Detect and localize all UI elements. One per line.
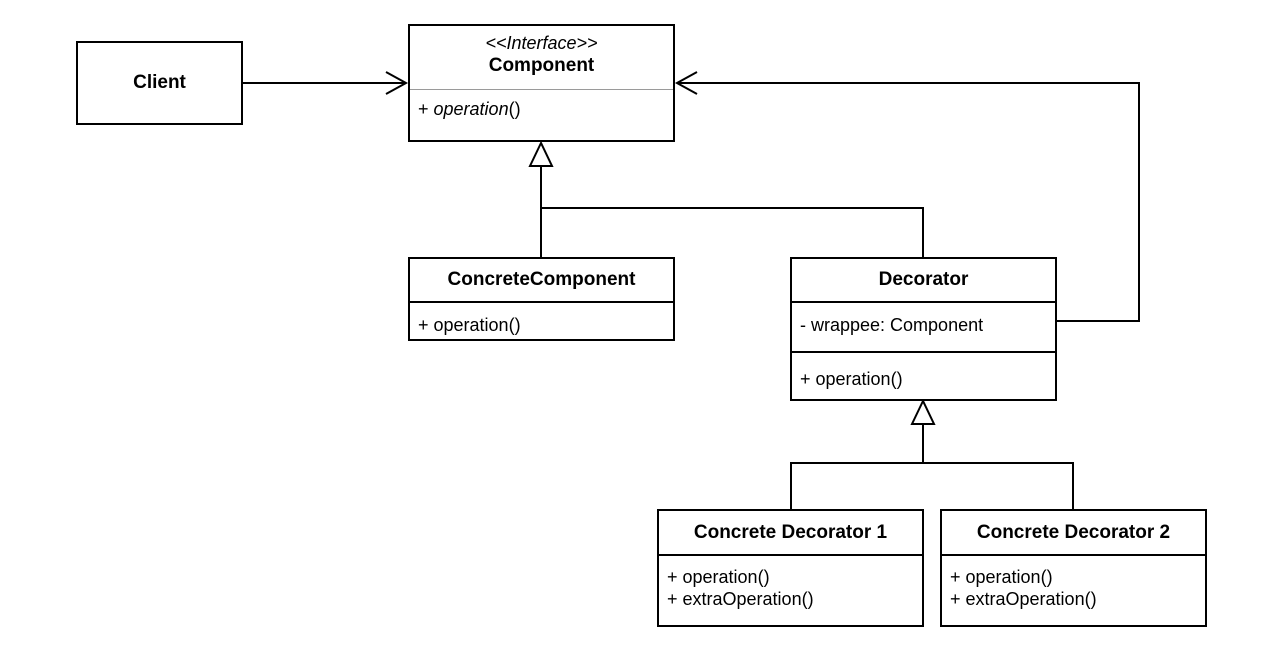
concrete-decorator-1-methods: + operation() + extraOperation(): [659, 566, 922, 610]
decorator-class: Decorator - wrappee: Component + operati…: [790, 257, 1057, 401]
concrete-component-class: ConcreteComponent + operation(): [408, 257, 675, 341]
concrete-decorator-2-header: Concrete Decorator 2: [942, 511, 1205, 556]
client-association-arrowhead: [385, 71, 409, 95]
concrete-component-method: + operation(): [418, 315, 521, 335]
decorator-name: Decorator: [878, 269, 969, 290]
decorator-header: Decorator: [792, 259, 1055, 303]
concrete-component-header: ConcreteComponent: [410, 259, 673, 303]
client-class: Client: [76, 41, 243, 125]
concrete-decorator-1-header: Concrete Decorator 1: [659, 511, 922, 556]
decorator-component-association: [677, 82, 1140, 322]
concrete-component-name: ConcreteComponent: [447, 269, 636, 290]
component-op-suffix: (): [508, 99, 521, 119]
concrete-decorator-2-name: Concrete Decorator 2: [976, 521, 1171, 543]
concrete-decorator-2-method: + operation(): [950, 567, 1053, 587]
concrete-decorator-1-method: + extraOperation(): [667, 589, 814, 609]
decorator-field: - wrappee: Component: [800, 315, 984, 335]
concrete-decorator-2-methods: + operation() + extraOperation(): [942, 566, 1205, 610]
concrete-decorator-1-name: Concrete Decorator 1: [693, 521, 888, 543]
component-inheritance-branch: [541, 207, 924, 257]
concrete-decorator-2-method: + extraOperation(): [950, 589, 1097, 609]
component-inheritance-triangle: [528, 140, 554, 167]
component-interface: <<Interface>> Component + operation(): [408, 24, 675, 142]
component-op-name: operation: [433, 99, 509, 119]
component-operation: + operation(): [410, 98, 673, 120]
decorator-association-arrowhead: [674, 71, 698, 95]
concrete-decorator-1-class: Concrete Decorator 1 + operation() + ext…: [657, 509, 924, 627]
concrete-decorator-1-method: + operation(): [667, 567, 770, 587]
decorator-inheritance-branch: [790, 462, 1074, 509]
component-header: <<Interface>> Component: [410, 26, 673, 90]
component-op-prefix: +: [418, 99, 434, 119]
concrete-decorator-2-class: Concrete Decorator 2 + operation() + ext…: [940, 509, 1207, 627]
decorator-inheritance-triangle: [910, 398, 936, 425]
client-class-name: Client: [133, 72, 186, 93]
decorator-fields: - wrappee: Component: [792, 303, 1055, 353]
decorator-methods: + operation(): [792, 368, 1055, 390]
component-stereotype: <<Interface>>: [485, 33, 598, 53]
component-name: Component: [488, 55, 595, 76]
concrete-component-methods: + operation(): [410, 314, 673, 336]
decorator-method: + operation(): [800, 369, 903, 389]
